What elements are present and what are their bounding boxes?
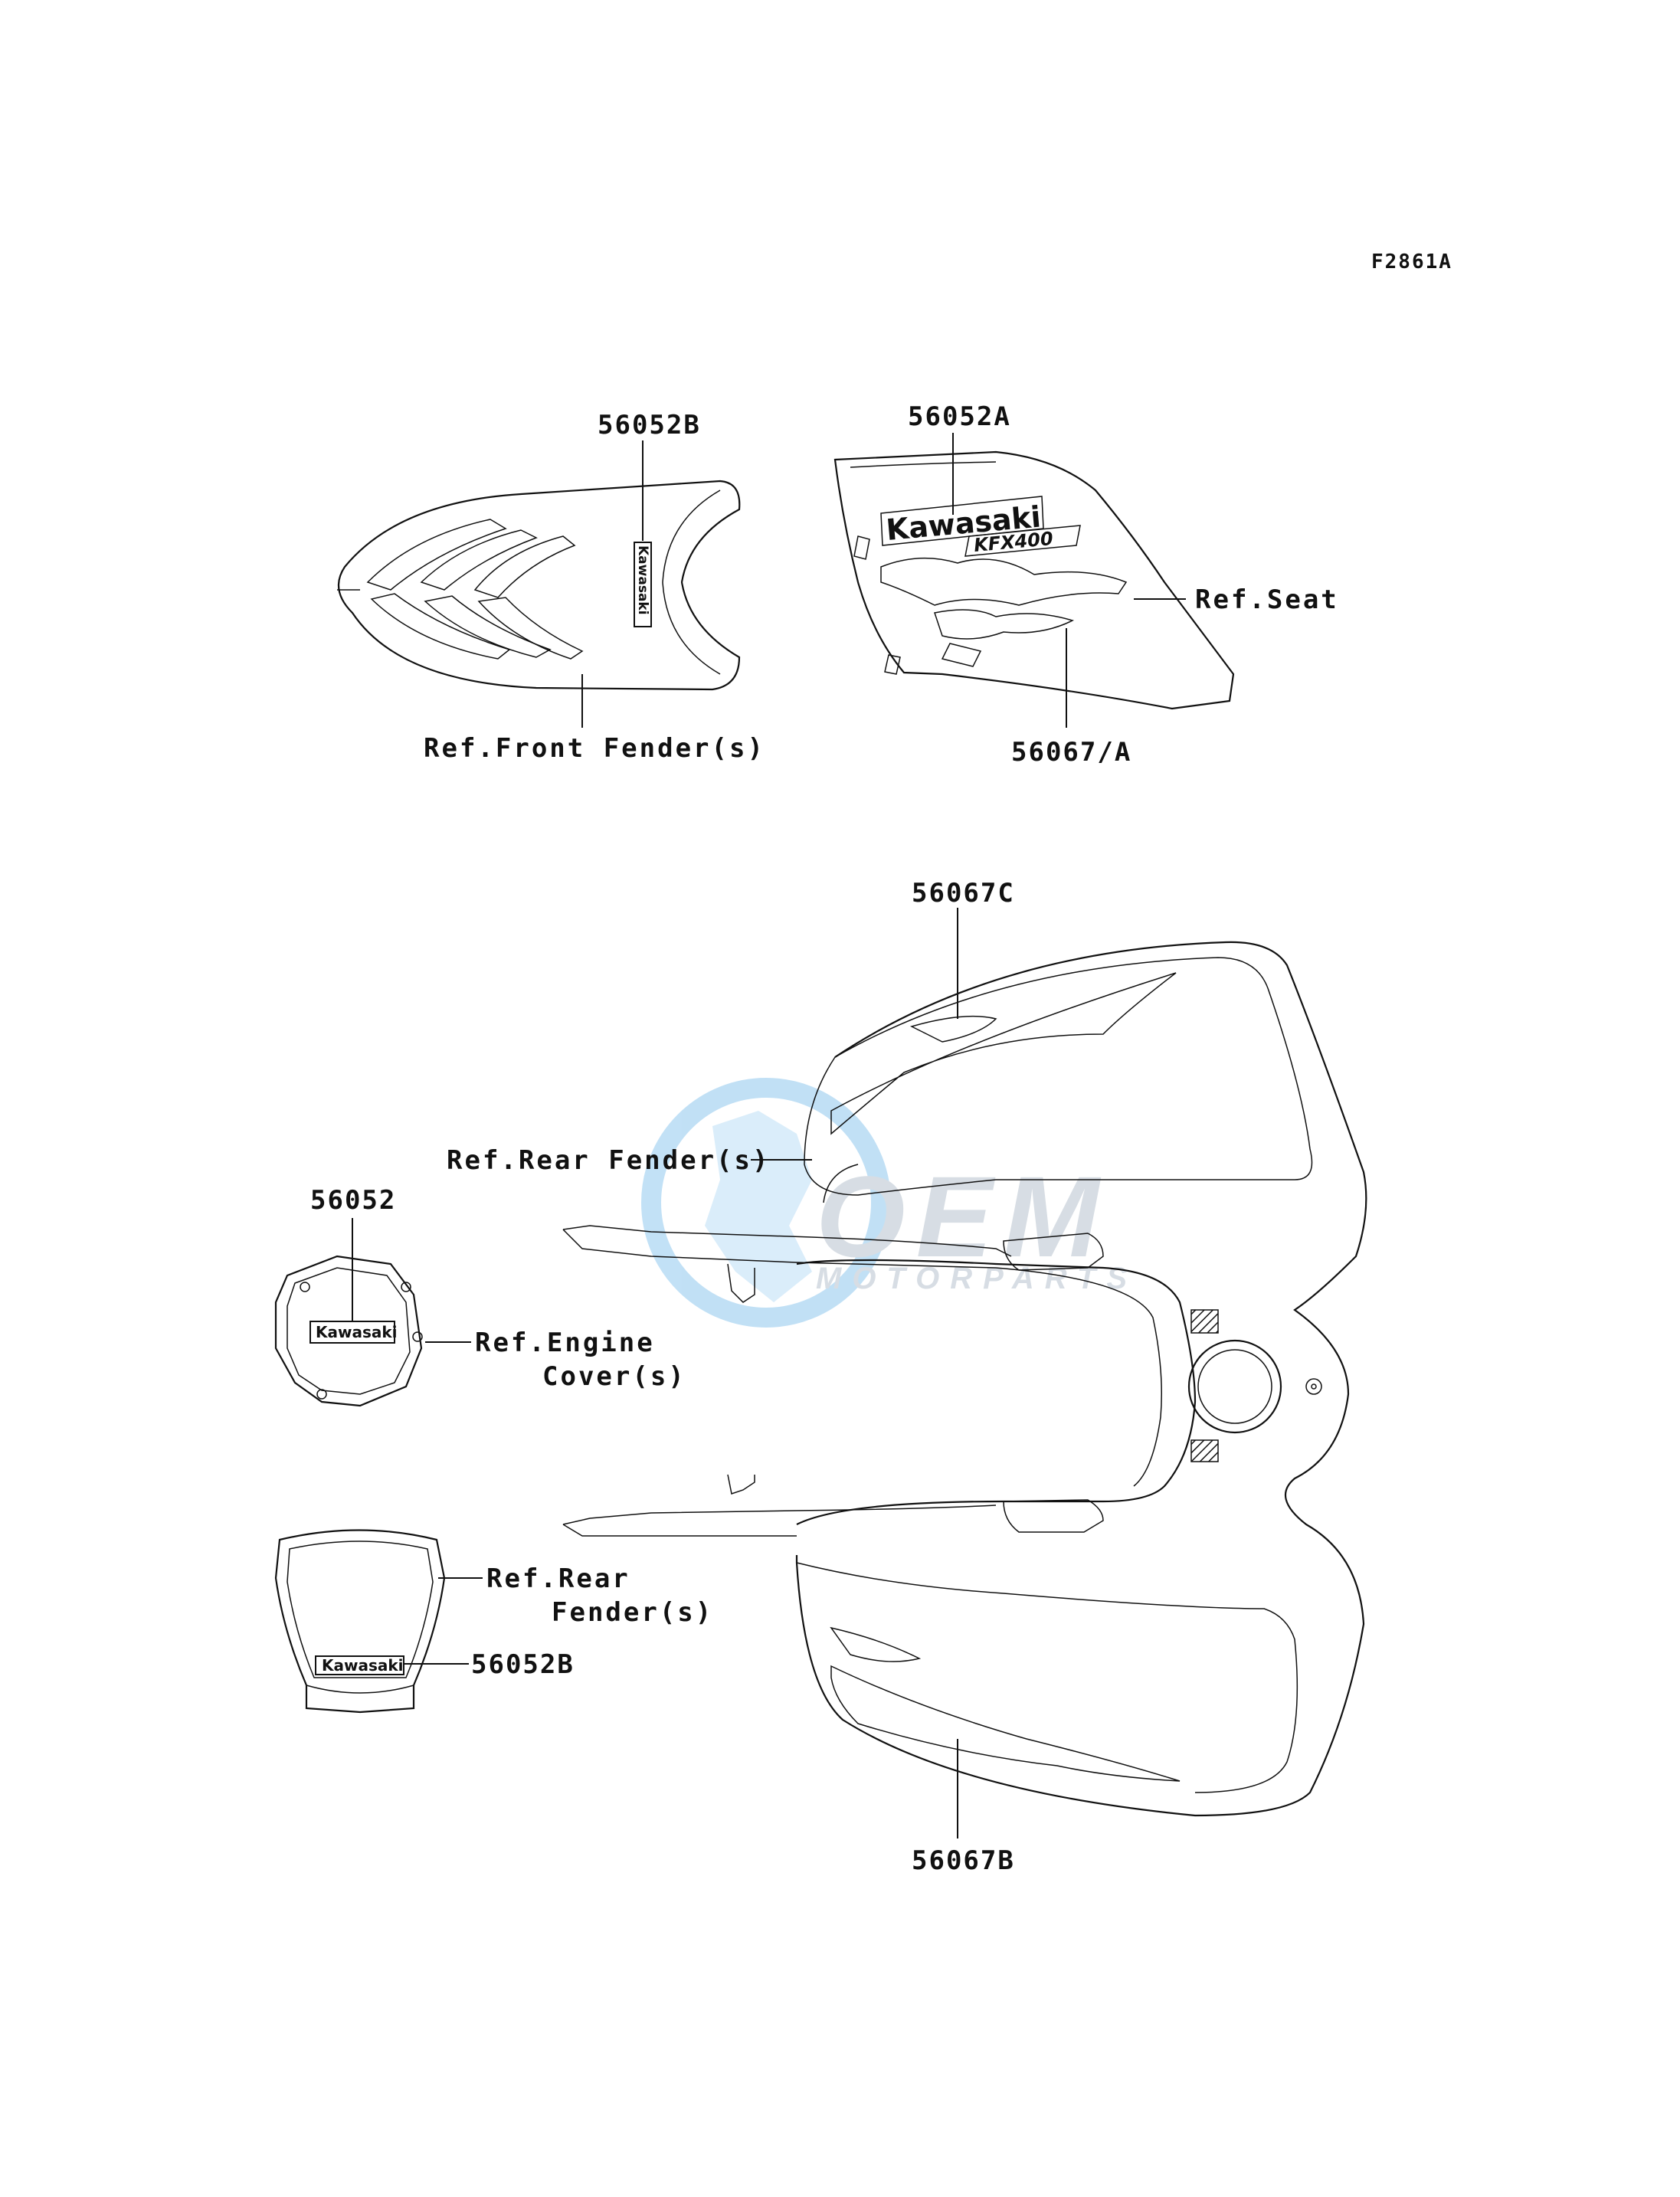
ref-rear-fender-small-line2: Fender(s) <box>552 1597 713 1628</box>
rear-fender-part <box>562 941 1367 1817</box>
figure-number: F2861A <box>1371 250 1452 273</box>
callout-56067c: 56067C <box>912 878 1015 909</box>
ref-front-fender: Ref.Front Fender(s) <box>424 733 765 764</box>
watermark-globe <box>641 1078 891 1328</box>
callout-56052: 56052 <box>310 1185 396 1216</box>
watermark: OEM MOTORPARTS <box>641 1078 1127 1328</box>
front-kawasaki-decal <box>634 542 652 627</box>
ref-seat: Ref.Seat <box>1195 584 1339 615</box>
ref-rear-fender-small-line1: Ref.Rear <box>486 1563 630 1594</box>
ref-rear-fender-main: Ref.Rear Fender(s) <box>447 1145 770 1176</box>
ref-engine-cover-line2: Cover(s) <box>542 1361 686 1392</box>
rear-kawasaki-emblem-text: Kawasaki <box>322 1656 404 1675</box>
callout-56052b-rear: 56052B <box>471 1649 575 1680</box>
callout-56052b-front: 56052B <box>598 410 701 440</box>
engine-kawasaki-emblem-text: Kawasaki <box>316 1323 398 1341</box>
engine-cover-part: Kawasaki <box>274 1255 423 1407</box>
callout-56067a: 56067/A <box>1011 737 1131 768</box>
watermark-globe-land <box>705 1111 812 1302</box>
side-panel-part: Kawasaki KFX400 <box>833 450 1235 710</box>
rear-emblem-part: Kawasaki <box>274 1529 446 1714</box>
rear-kawasaki-emblem <box>315 1655 404 1675</box>
front-kawasaki-decal-text: Kawasaki <box>635 545 650 615</box>
ref-engine-cover-line1: Ref.Engine <box>475 1328 655 1358</box>
callout-56052a: 56052A <box>908 401 1011 432</box>
callout-56067b: 56067B <box>912 1845 1015 1876</box>
front-fender-part: Kawasaki <box>337 480 741 691</box>
